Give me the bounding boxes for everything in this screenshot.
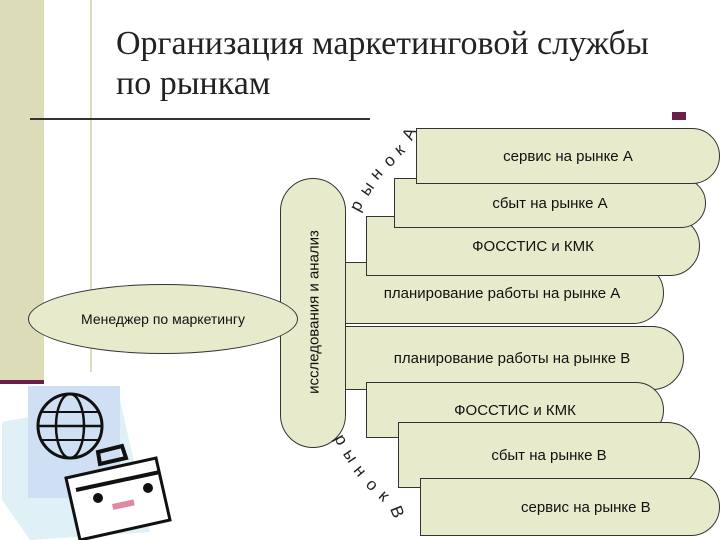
pill-label: сервис на рынке А: [503, 147, 633, 165]
pill-label: сервис на рынке В: [521, 498, 651, 516]
pill-label: сбыт на рынке А: [492, 194, 608, 212]
slide-title: Организация маркетинговой службы по рынк…: [116, 24, 716, 104]
clipart-globe-suitcase: [2, 386, 172, 540]
title-underline: [30, 118, 370, 120]
title-line-2: по рынкам: [116, 65, 271, 102]
research-label: исследования и анализ: [305, 230, 323, 394]
manager-ellipse: Менеджер по маркетингу: [28, 284, 298, 354]
title-underline-accent: [672, 112, 686, 120]
market-a-letter: р: [345, 197, 367, 215]
market-b-letter: В: [386, 502, 409, 521]
pill-market-b-sales: сбыт на рынке В: [398, 422, 700, 488]
pill-label: ФОССТИС и КМК: [454, 401, 576, 419]
pill-market-b-planning: планирование работы на рынке В: [340, 326, 684, 390]
pill-label: ФОССТИС и КМК: [472, 237, 594, 255]
pill-market-a-sales: сбыт на рынке А: [394, 178, 706, 228]
market-b-letter: ы: [339, 445, 362, 467]
pill-market-a-service: сервис на рынке А: [416, 128, 720, 184]
suitcase-icon: [64, 443, 172, 540]
pill-label: планирование работы на рынке А: [383, 284, 621, 302]
market-a-letter: ы: [355, 178, 378, 200]
globe-icon: [36, 392, 104, 460]
title-line-1: Организация маркетинговой службы: [116, 25, 649, 62]
pill-market-b-service: сервис на рынке В: [420, 478, 720, 536]
manager-label: Менеджер по маркетингу: [81, 311, 245, 327]
pill-label: планирование работы на рынке В: [393, 349, 631, 367]
market-b-letter: о: [362, 474, 383, 495]
decor-vertical-line: [90, 0, 92, 372]
market-b-letter: н: [349, 460, 371, 481]
pill-label: сбыт на рынке В: [491, 446, 607, 464]
market-b-letter: к: [374, 486, 394, 506]
side-decor-accent: [0, 380, 44, 384]
market-a-letter: н: [366, 163, 387, 184]
